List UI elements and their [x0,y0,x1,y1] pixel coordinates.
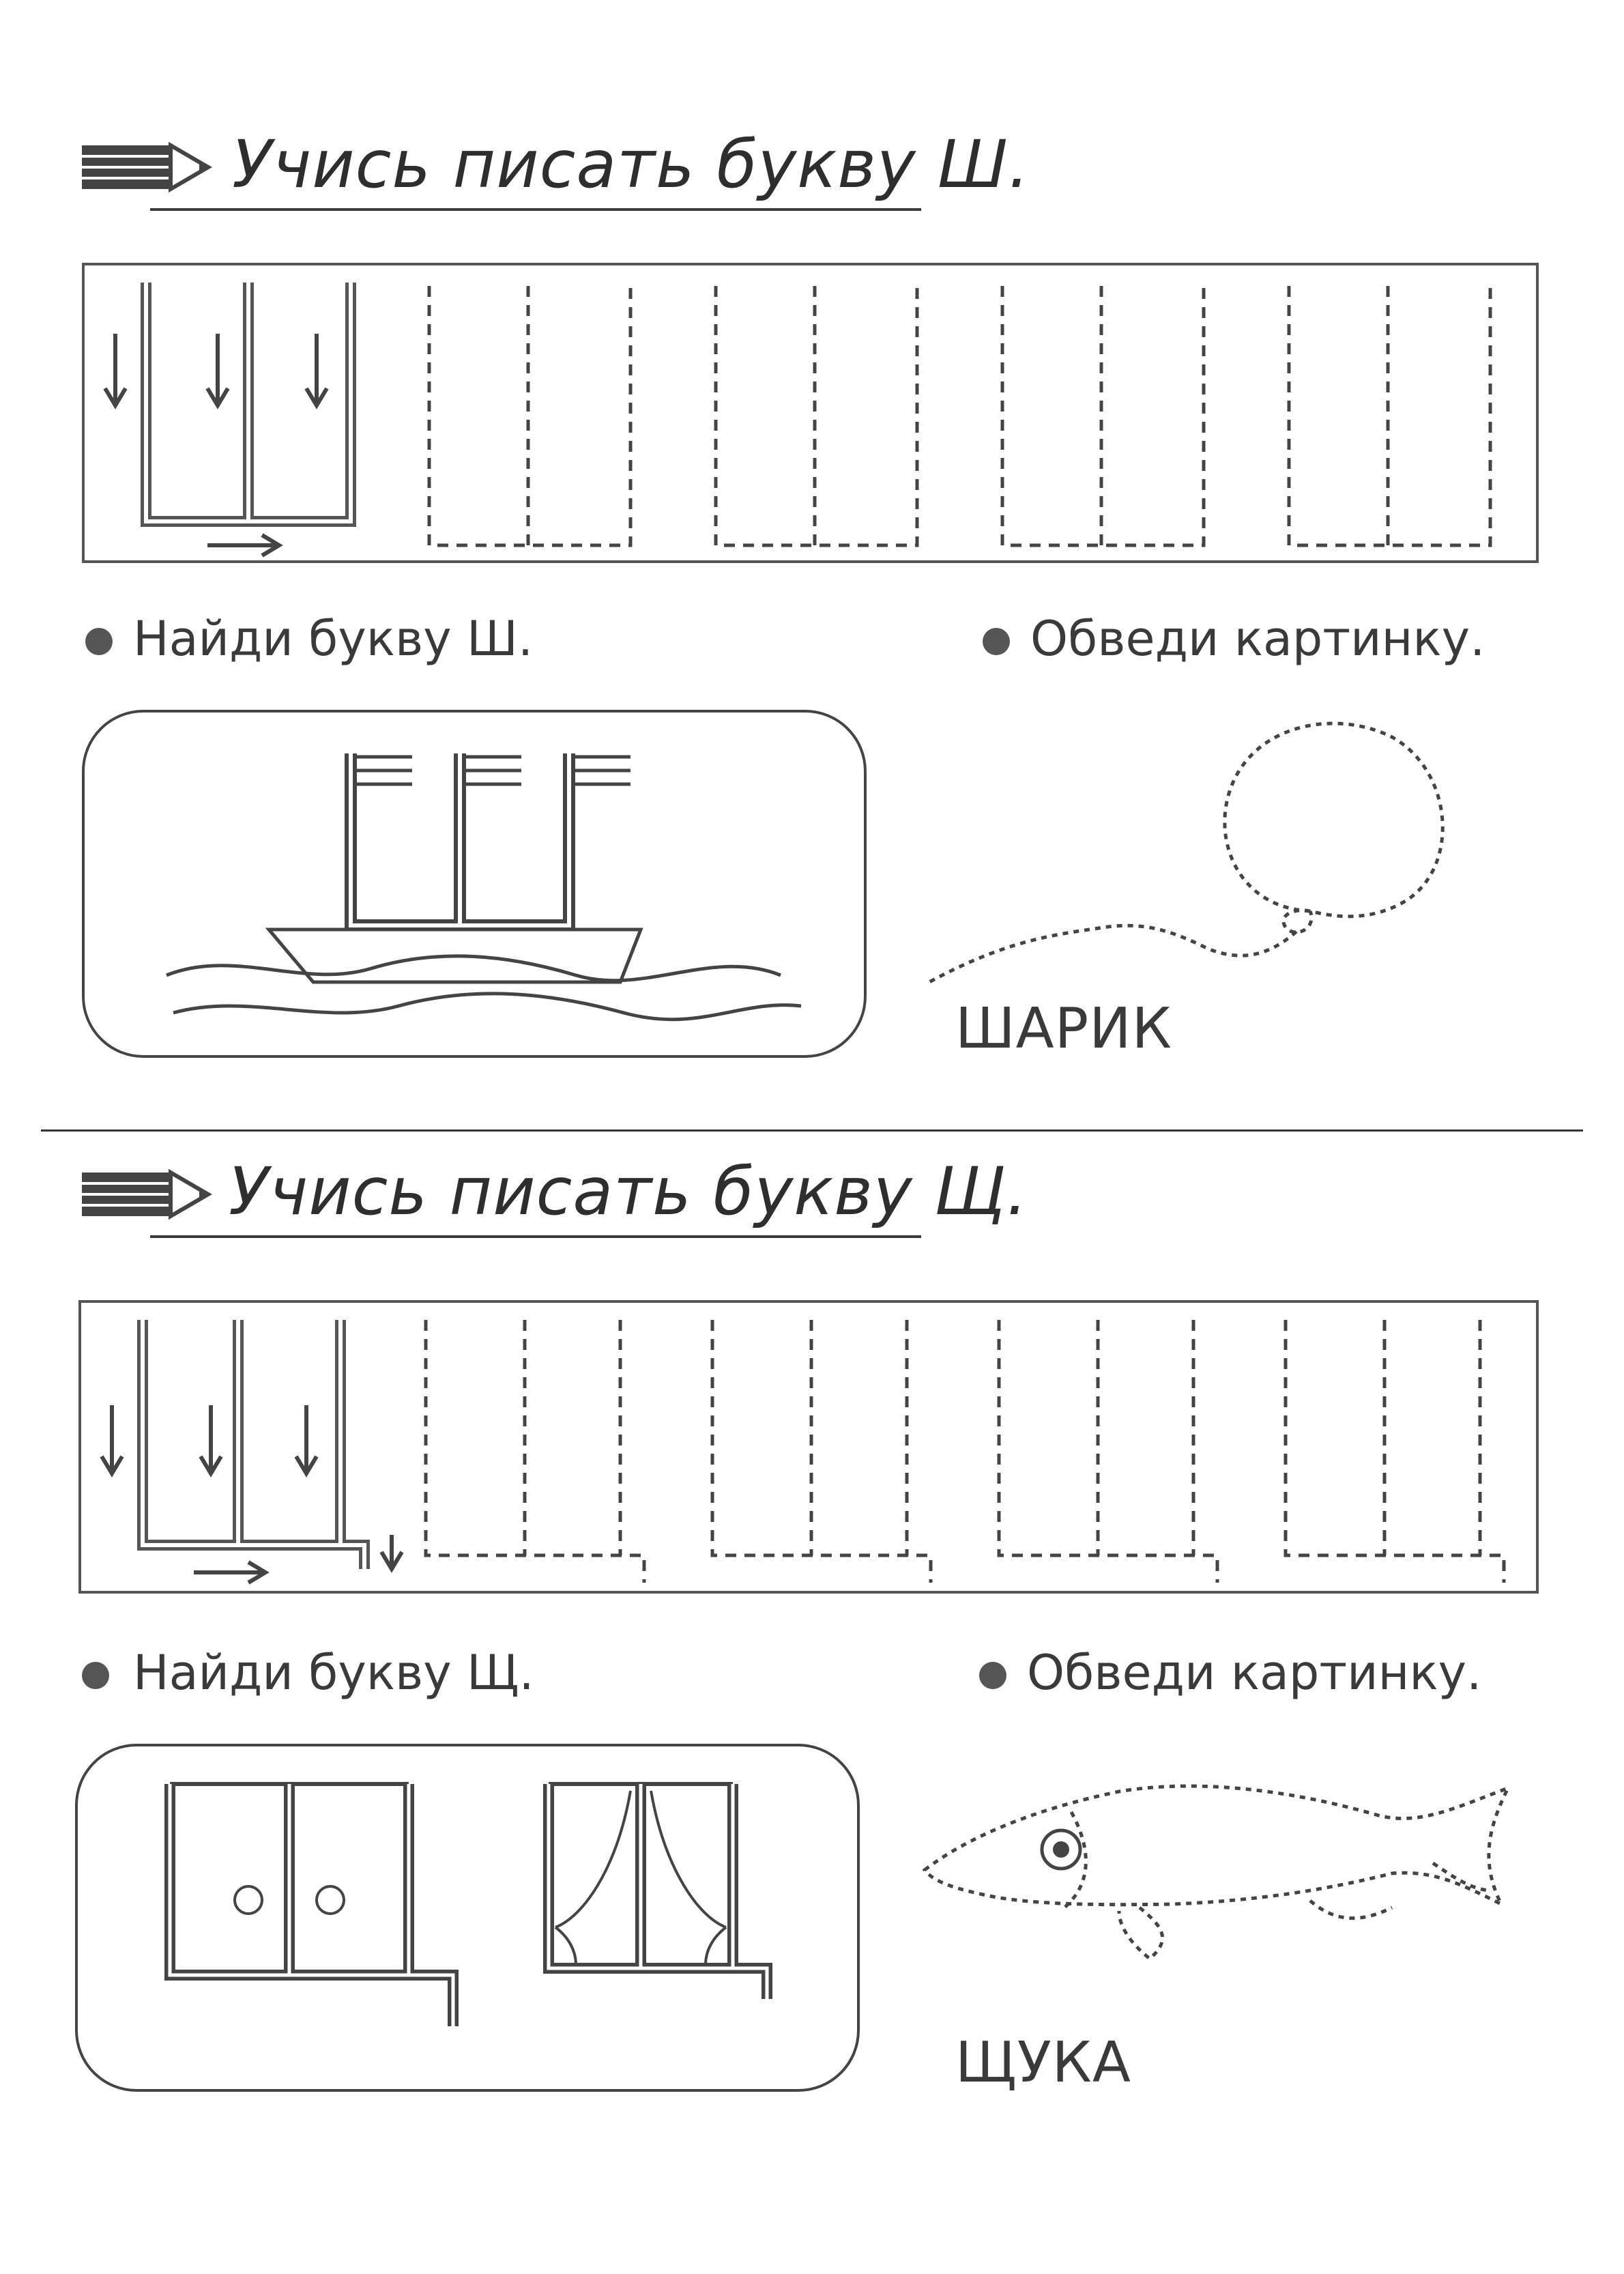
bullet-icon [979,1662,1006,1689]
arrow-icon [103,334,329,558]
section-divider [41,1129,1583,1132]
find-letter-task: Найди букву Ш. [133,611,534,667]
tracing-letters [424,1320,1506,1583]
letter-practice-box [82,263,1539,563]
balloon-trace-picture [927,721,1445,985]
bullet-icon [82,1662,109,1689]
section-title: Учись писать букву Ш. [232,126,1030,203]
letter-guides [100,1320,1506,1585]
wardrobe-window-drawing [164,1782,772,2026]
title-underline [150,208,921,211]
find-letter-picture-ship [82,710,867,1058]
pencil-icon [82,1168,212,1220]
find-letter-picture-furniture [75,1744,860,2092]
section-title: Учись писать букву Щ. [229,1153,1028,1230]
ship-drawing [166,753,802,1022]
trace-picture-task: Обведи картинку. [1027,1645,1482,1701]
pencil-icon [82,141,212,193]
picture-caption: ЩУКА [955,2030,1131,2095]
bullet-icon [983,628,1010,655]
trace-picture-task: Обведи картинку. [1030,611,1485,667]
find-letter-task: Найди букву Щ. [133,1645,534,1701]
pike-trace-picture [922,1784,1512,1961]
title-underline [150,1235,921,1238]
sample-letter-sha-inner [144,283,353,523]
letter-guides [103,283,1492,558]
letter-practice-box [78,1300,1539,1594]
bullet-icon [85,628,113,655]
picture-caption: ШАРИК [955,996,1172,1061]
arrow-icon [100,1405,404,1585]
tracing-letters [427,286,1492,547]
